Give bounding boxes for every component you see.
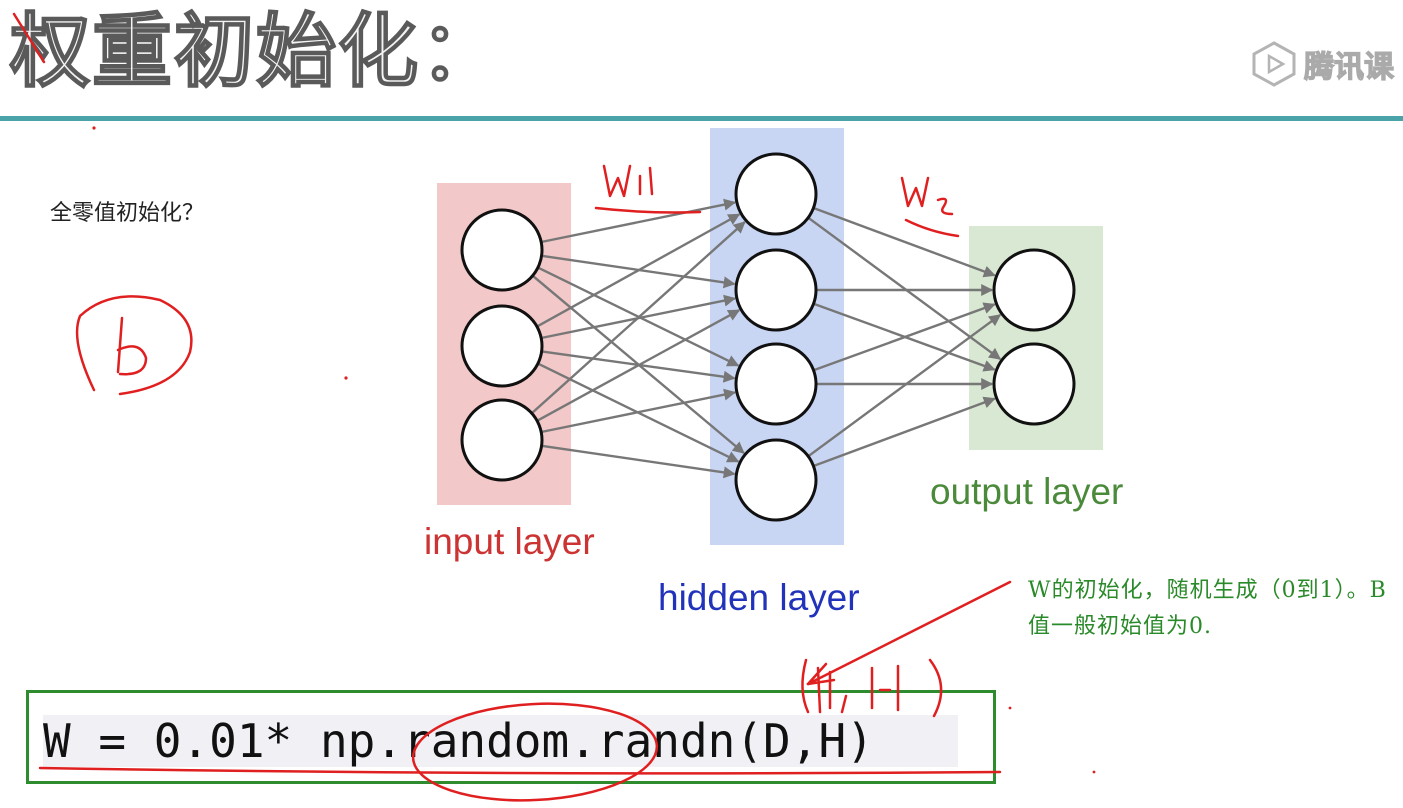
connection-edge xyxy=(807,216,1002,361)
w1-handwriting xyxy=(594,164,702,214)
w2-handwriting xyxy=(900,176,960,238)
connection-edge xyxy=(536,213,741,328)
layer-label: output layer xyxy=(930,471,1123,512)
connection-edge xyxy=(813,206,996,278)
annotation-note: W的初始化，随机生成（0到1）。B值一般初始值为0. xyxy=(1028,578,1387,639)
connection-edge xyxy=(536,309,741,422)
brand-watermark: 腾讯课 xyxy=(1250,40,1395,88)
connection-edge xyxy=(813,302,996,372)
page-title: 权重初始化： xyxy=(9,4,502,99)
neuron-node xyxy=(460,208,544,292)
connection-edge xyxy=(540,388,737,434)
connection-edge xyxy=(540,198,737,244)
title-strike-mark xyxy=(12,12,46,64)
range-handwriting xyxy=(801,658,943,718)
neuron-node xyxy=(992,248,1076,332)
connection-edge xyxy=(813,396,996,468)
connection-edge xyxy=(807,313,1002,458)
neuron-node xyxy=(992,342,1076,426)
circled-b-handwriting xyxy=(75,295,193,396)
neuron-node xyxy=(734,438,818,522)
play-cube-icon xyxy=(1252,41,1296,87)
neuron-node xyxy=(734,342,818,426)
pointer-arrow-line xyxy=(806,580,1012,686)
neuron-node xyxy=(734,152,818,236)
connection-edge xyxy=(530,221,746,415)
code-background xyxy=(43,715,958,767)
neuron-node xyxy=(734,248,818,332)
title-underline xyxy=(0,116,1403,121)
layer-label: input layer xyxy=(424,521,595,562)
code-underline xyxy=(38,766,1002,775)
brand-text: 腾讯课 xyxy=(1303,49,1394,85)
connection-edge xyxy=(541,444,736,479)
neuron-node xyxy=(460,304,544,388)
random-circle xyxy=(411,702,659,802)
neuron-node xyxy=(460,398,544,482)
question-text: 全零值初始化？ xyxy=(50,201,205,226)
layer-label: hidden layer xyxy=(658,577,860,618)
